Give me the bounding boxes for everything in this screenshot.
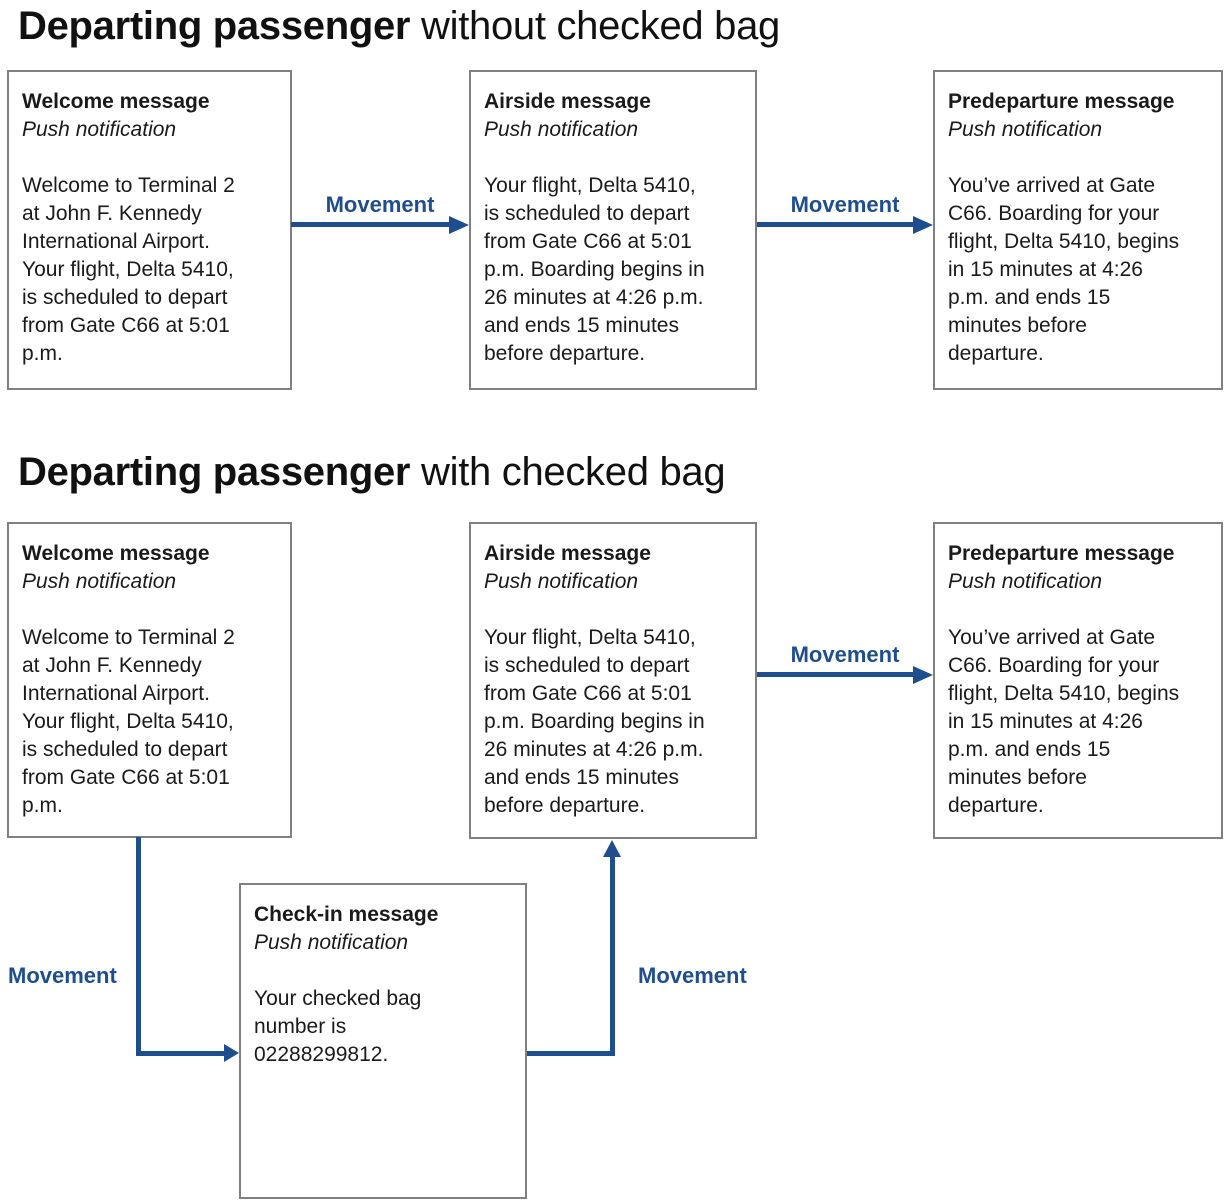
box-heading: Predeparture message	[948, 542, 1175, 565]
box-subheading: Push notification	[22, 118, 177, 141]
movement-arrow-right-icon	[757, 666, 933, 684]
arrowhead-right-icon	[224, 1044, 239, 1062]
connector-line-horizontal	[136, 1051, 224, 1056]
arrow-line	[291, 222, 455, 227]
arrow-line	[757, 222, 919, 227]
box-body-text: Your flight, Delta 5410, is scheduled to…	[484, 626, 705, 817]
box-body-text: You’ve arrived at Gate C66. Boarding for…	[948, 174, 1180, 365]
box-heading: Predeparture message	[948, 90, 1175, 113]
box-heading: Welcome message	[22, 90, 210, 113]
box-subheading: Push notification	[22, 570, 177, 593]
arrowhead-right-icon	[913, 666, 933, 684]
movement-label: Movement	[638, 963, 747, 988]
flow1-title: Departing passenger without checked bag	[18, 2, 780, 50]
flow2-title-rest: with checked bag	[410, 450, 726, 494]
movement-label: Movement	[790, 192, 900, 217]
box-heading: Airside message	[484, 542, 651, 565]
box-subheading: Push notification	[948, 570, 1103, 593]
box-subheading: Push notification	[484, 570, 639, 593]
flow2-title: Departing passenger with checked bag	[18, 448, 726, 496]
arrowhead-right-icon	[913, 216, 933, 234]
movement-arrow-right-icon	[757, 216, 933, 234]
flow2-title-bold: Departing passenger	[18, 450, 411, 494]
connector-line-vertical	[136, 837, 141, 1056]
arrowhead-up-icon	[603, 840, 621, 857]
box-body-text: You’ve arrived at Gate C66. Boarding for…	[948, 626, 1180, 817]
box-subheading: Push notification	[254, 931, 409, 954]
flow1-welcome-box: Welcome message Push notification Welcom…	[7, 70, 292, 390]
box-heading: Welcome message	[22, 542, 210, 565]
box-subheading: Push notification	[484, 118, 639, 141]
box-body-text: Welcome to Terminal 2 at John F. Kennedy…	[22, 174, 235, 365]
flow1-predeparture-box: Predeparture message Push notification Y…	[933, 70, 1223, 390]
movement-label: Movement	[325, 192, 435, 217]
connector-line-vertical	[610, 853, 615, 1056]
box-body-text: Your flight, Delta 5410, is scheduled to…	[484, 174, 705, 365]
connector-line-horizontal	[527, 1051, 613, 1056]
flow1-title-bold: Departing passenger	[18, 4, 411, 48]
movement-arrow-right-icon	[291, 216, 469, 234]
box-body-text: Your checked bag number is 02288299812.	[254, 987, 422, 1066]
arrowhead-right-icon	[449, 216, 469, 234]
arrow-line	[757, 672, 919, 677]
box-body-text: Welcome to Terminal 2 at John F. Kennedy…	[22, 626, 235, 817]
flow2-checkin-box: Check-in message Push notification Your …	[239, 883, 527, 1199]
box-subheading: Push notification	[948, 118, 1103, 141]
flow2-predeparture-box: Predeparture message Push notification Y…	[933, 522, 1223, 839]
flow1-airside-box: Airside message Push notification Your f…	[469, 70, 757, 390]
flow2-welcome-box: Welcome message Push notification Welcom…	[7, 522, 292, 838]
movement-label: Movement	[790, 642, 900, 667]
flow2-airside-box: Airside message Push notification Your f…	[469, 522, 757, 839]
flow1-title-rest: without checked bag	[410, 4, 781, 48]
box-heading: Check-in message	[254, 903, 439, 926]
movement-label: Movement	[8, 963, 117, 988]
box-heading: Airside message	[484, 90, 651, 113]
